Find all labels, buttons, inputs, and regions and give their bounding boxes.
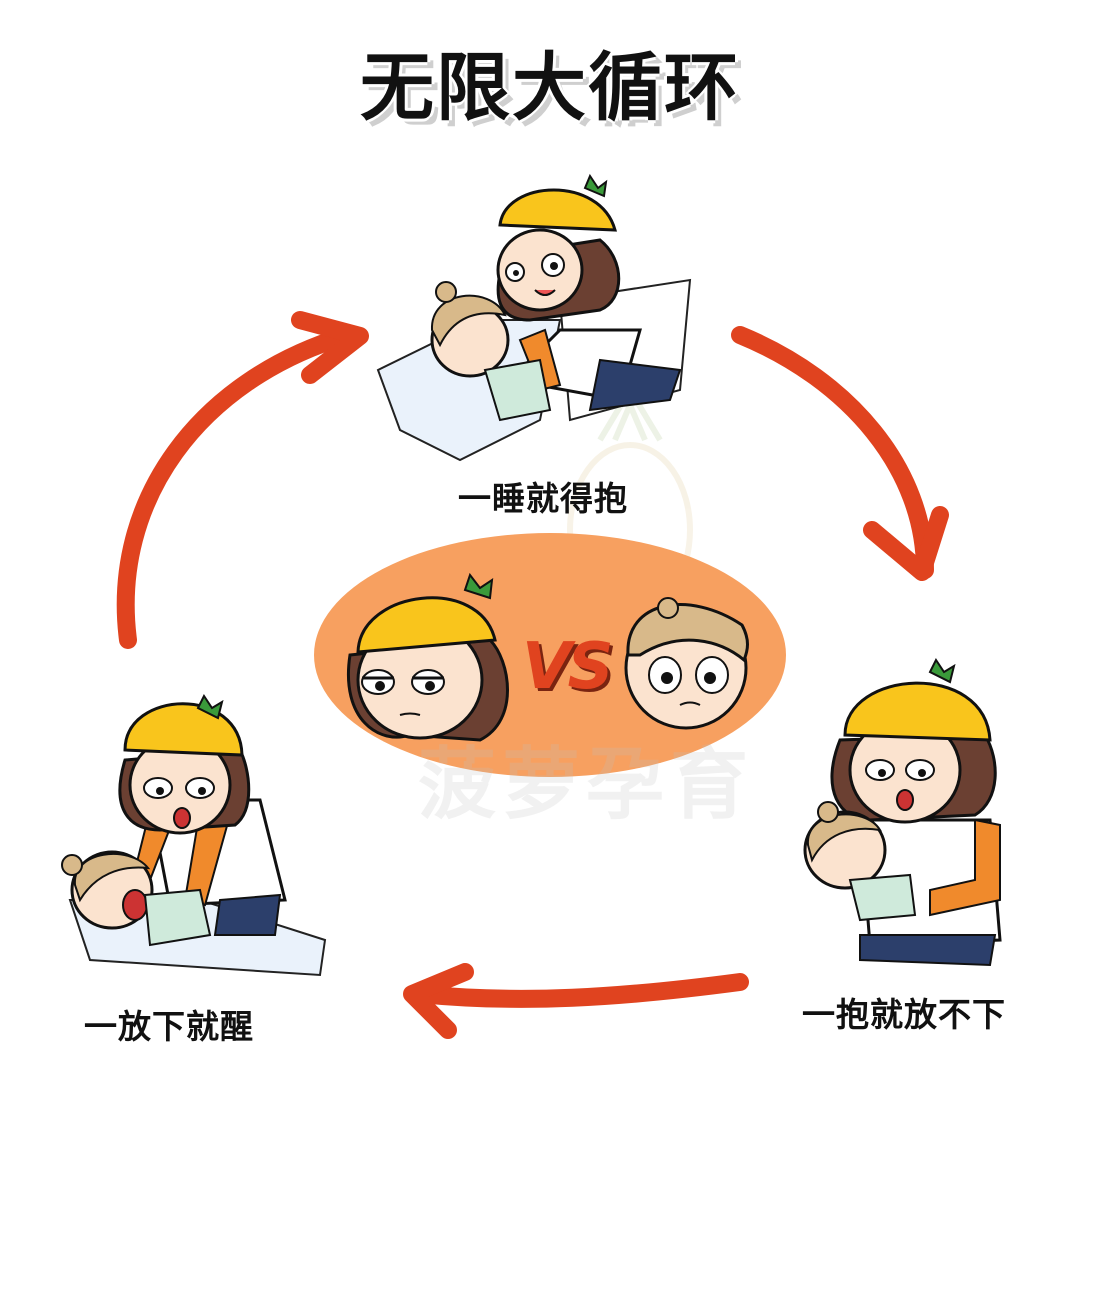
caption-left: 一放下就醒: [84, 1007, 254, 1046]
arrow-bottom-left: [411, 973, 749, 1008]
page-title: 无限大循环: [360, 45, 740, 131]
tired-mom-face-icon: [347, 572, 509, 742]
arrow-bottom-left-head: [403, 963, 474, 1039]
arrow-right-down: [731, 326, 934, 579]
watermark-text: 菠萝孕育: [418, 740, 755, 830]
left-scene-baby-waking-icon: [61, 694, 327, 977]
right-scene-tired-mom-icon: [803, 658, 1002, 967]
vs-label: VS: [522, 630, 614, 704]
caption-top: 一睡就得抱: [458, 479, 628, 518]
arrow-right-down-head: [863, 506, 949, 581]
caption-right: 一抱就放不下: [802, 995, 1006, 1034]
arrow-left-up-head: [291, 311, 369, 384]
arrow-left-up: [116, 327, 354, 649]
top-scene-mom-holding-baby-icon: [376, 173, 692, 462]
baby-face-icon: [624, 597, 749, 730]
